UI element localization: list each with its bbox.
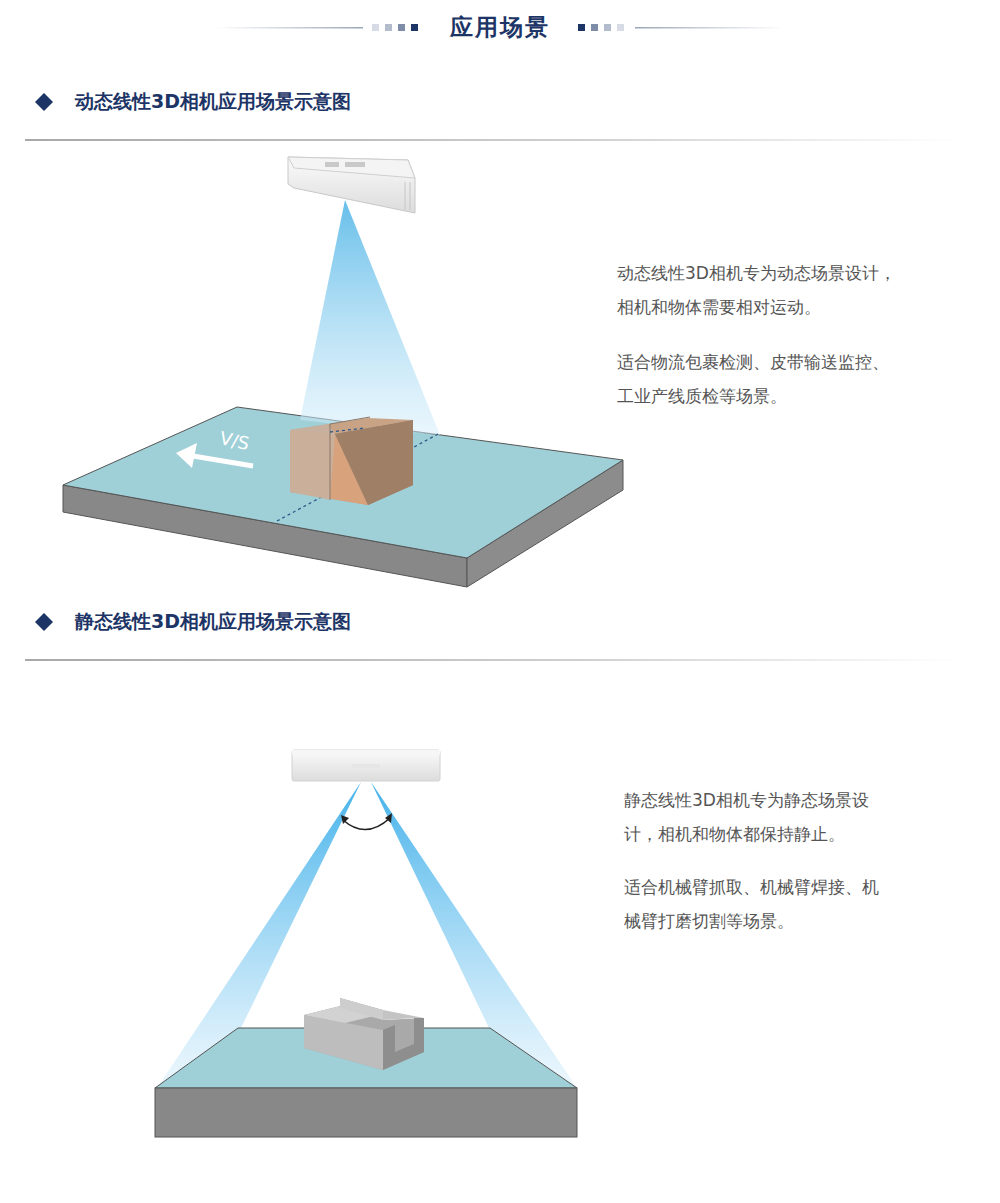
description-text: 静态线性3D相机专为静态场景设 计，相机和物体都保持静止。 [624, 783, 879, 851]
section-diamond [35, 613, 53, 631]
description-text: 动态线性3D相机专为动态场景设计， 相机和物体需要相对运动。 [617, 256, 902, 324]
section-heading: 动态线性3D相机应用场景示意图 [75, 89, 351, 115]
workpiece [304, 998, 424, 1070]
laser-beam [300, 200, 440, 435]
scan-line [330, 428, 365, 432]
arc-arrowhead [385, 813, 392, 823]
section-rule [25, 139, 960, 141]
arc-arrowhead [341, 815, 349, 824]
page-title: 应用场景 [450, 12, 550, 43]
line-camera [292, 750, 440, 781]
parcel-box [290, 417, 413, 505]
angle-arc [343, 818, 390, 830]
section-diamond [35, 93, 53, 111]
section-heading: 静态线性3D相机应用场景示意图 [75, 609, 351, 635]
description-text: 适合机械臂抓取、机械臂焊接、机 械臂打磨切割等场景。 [624, 870, 889, 938]
section-rule [25, 659, 960, 661]
description-text: 适合物流包裹检测、皮带输送监控、 工业产线质检等场景。 [617, 345, 902, 413]
line-camera [288, 157, 415, 213]
conveyor-platform [63, 407, 623, 587]
